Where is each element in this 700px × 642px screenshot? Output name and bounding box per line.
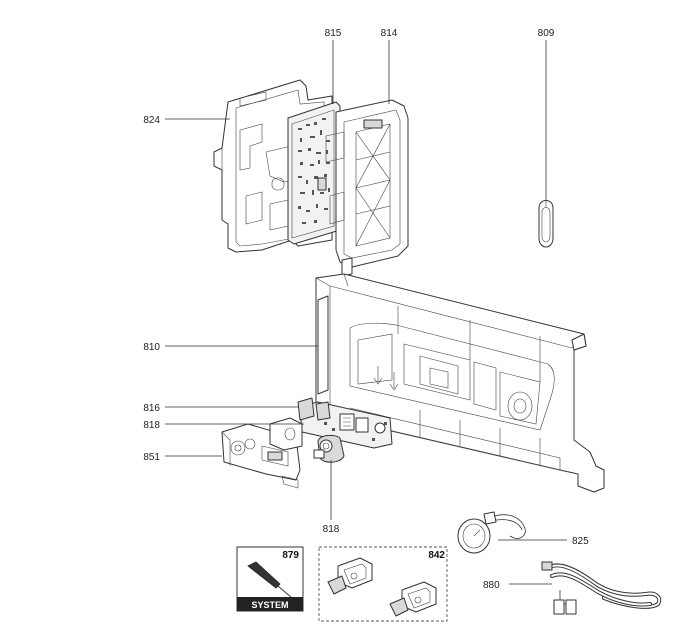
part-810-housing xyxy=(315,273,605,493)
tool-box-number: 879 xyxy=(282,550,299,561)
part-809-clip xyxy=(538,40,554,248)
clip-piece-lower xyxy=(389,581,437,617)
kit-box-number: 842 xyxy=(428,550,445,561)
screwdriver-icon xyxy=(247,561,293,599)
callout-809: 809 xyxy=(538,28,555,39)
part-880-cable-harness xyxy=(541,561,662,615)
part-818-connector xyxy=(313,434,345,463)
clip-piece-upper xyxy=(327,557,373,595)
part-814-frame xyxy=(325,99,409,277)
part-851-control-module xyxy=(221,417,303,489)
part-816-connector-board xyxy=(297,397,393,449)
callout-818-upper: 818 xyxy=(143,420,160,431)
leader-lines xyxy=(165,40,567,585)
callout-815: 815 xyxy=(325,28,342,39)
callout-851: 851 xyxy=(143,452,160,463)
part-825-pressure-gauge xyxy=(457,511,526,554)
callout-818-lower: 818 xyxy=(323,524,340,535)
callout-824: 824 xyxy=(143,115,160,126)
callout-816: 816 xyxy=(143,403,160,414)
tool-box-caption: SYSTEM xyxy=(251,600,288,610)
kit-box-842: 842 xyxy=(318,546,448,622)
callout-814: 814 xyxy=(381,28,398,39)
part-815-pcb xyxy=(287,101,341,245)
tool-box-879: 879 SYSTEM xyxy=(236,546,304,612)
callout-810: 810 xyxy=(143,342,160,353)
callout-825: 825 xyxy=(572,536,589,547)
callout-880: 880 xyxy=(483,580,500,591)
callout-labels: 815 814 809 824 810 816 818 851 818 825 … xyxy=(143,28,589,591)
